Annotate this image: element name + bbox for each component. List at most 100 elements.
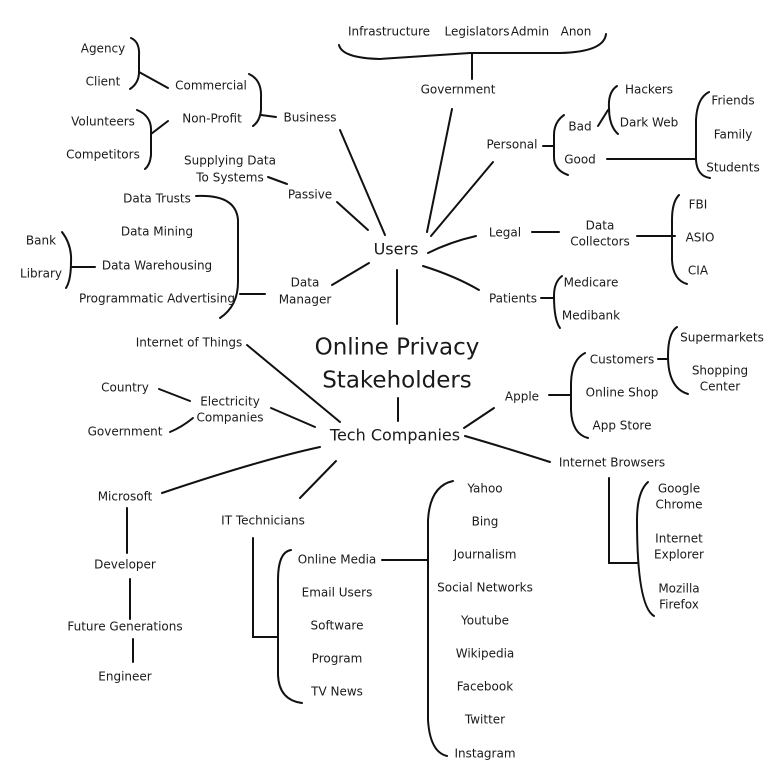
customers-brace (666, 326, 689, 395)
node-bad: Bad (568, 120, 591, 134)
node-data-warehousing: Data Warehousing (102, 259, 212, 273)
edge-tech-apple (463, 407, 495, 429)
node-youtube: Youtube (460, 614, 509, 628)
commercial-brace (129, 37, 141, 90)
browsers-brace (635, 481, 655, 617)
edge-users-personal (430, 161, 494, 237)
node-social-networks: Social Networks (437, 581, 533, 595)
business-brace (248, 73, 263, 127)
node-tv-news: TV News (310, 685, 363, 699)
node-electricity-line1: Electricity (200, 395, 260, 409)
edge-tech-iot (246, 344, 341, 423)
node-good: Good (564, 153, 596, 167)
node-anon: Anon (561, 25, 592, 39)
node-facebook: Facebook (457, 680, 513, 694)
node-admin: Admin (511, 25, 549, 39)
edge-non-profit-brace (150, 120, 169, 135)
edge-users-legal (427, 235, 477, 254)
node-online-shop: Online Shop (586, 386, 659, 400)
node-competitors: Competitors (66, 148, 140, 162)
node-yahoo: Yahoo (466, 482, 502, 496)
node-cia: CIA (688, 264, 709, 278)
node-supplying-data-line1: Supplying Data (184, 154, 276, 168)
diagram-title-line1: Online Privacy (315, 335, 480, 361)
node-data-mining: Data Mining (121, 225, 193, 239)
it-brace (277, 549, 303, 704)
node-passive: Passive (288, 188, 332, 202)
node-microsoft: Microsoft (98, 490, 153, 504)
node-bing: Bing (472, 515, 499, 529)
node-asio: ASIO (686, 231, 715, 245)
node-country: Country (101, 381, 149, 395)
edge-tech-it (299, 460, 337, 499)
diagram-title-line2: Stakeholders (322, 368, 472, 394)
node-non-profit: Non-Profit (182, 112, 242, 126)
node-shopping-center-line2: Center (700, 380, 740, 394)
node-twitter: Twitter (464, 713, 505, 727)
edge-passive-supplying (267, 176, 288, 185)
node-mozilla-firefox-line1: Mozilla (658, 582, 699, 596)
node-fbi: FBI (689, 198, 708, 212)
node-data-manager-line1: Data (291, 276, 320, 290)
node-client: Client (86, 75, 121, 89)
patients-brace (552, 275, 563, 329)
edge-government-electricity (169, 417, 194, 433)
node-app-store: App Store (593, 419, 652, 433)
online-media-brace (427, 480, 454, 757)
node-students: Students (706, 161, 760, 175)
node-internet-explorer-line2: Explorer (654, 548, 704, 562)
edge-bad-brace (597, 109, 609, 127)
node-users: Users (374, 240, 419, 259)
node-bank: Bank (26, 234, 56, 248)
edge-country-electricity (158, 388, 191, 402)
node-government: Government (421, 83, 496, 97)
node-program: Program (312, 652, 363, 666)
node-software: Software (311, 619, 364, 633)
non-profit-brace (136, 109, 153, 170)
node-infrastructure: Infrastructure (348, 25, 430, 39)
node-google-chrome-line2: Chrome (655, 498, 702, 512)
edge-users-government (426, 108, 453, 233)
apple-brace (570, 352, 589, 439)
node-internet-browsers: Internet Browsers (559, 456, 665, 470)
edge-users-passive (336, 201, 369, 231)
edge-users-patients (422, 265, 480, 291)
node-data-collectors-line2: Collectors (570, 235, 630, 249)
node-internet-of-things: Internet of Things (136, 336, 243, 350)
node-journalism: Journalism (453, 548, 517, 562)
node-supermarkets: Supermarkets (680, 331, 764, 345)
collectors-brace (671, 194, 688, 285)
node-data-trusts: Data Trusts (123, 192, 191, 206)
edge-tech-microsoft (161, 446, 321, 494)
node-government-tech: Government (88, 425, 163, 439)
node-library: Library (20, 267, 62, 281)
node-data-manager-line2: Manager (279, 293, 332, 307)
node-friends: Friends (711, 94, 754, 108)
node-customers: Customers (590, 353, 655, 367)
node-email-users: Email Users (302, 586, 373, 600)
node-supplying-data-line2: To Systems (195, 171, 263, 185)
node-legal: Legal (489, 226, 521, 240)
node-online-media: Online Media (298, 553, 377, 567)
node-family: Family (714, 128, 753, 142)
good-brace (695, 91, 711, 179)
node-legislators: Legislators (445, 25, 510, 39)
node-apple: Apple (505, 390, 539, 404)
node-medicare: Medicare (564, 276, 619, 290)
warehousing-brace (61, 231, 73, 289)
node-agency: Agency (81, 42, 126, 56)
edge-tech-browsers (464, 435, 551, 463)
node-commercial: Commercial (175, 79, 247, 93)
node-future-generations: Future Generations (67, 620, 182, 634)
node-personal: Personal (486, 138, 537, 152)
node-business: Business (284, 111, 337, 125)
node-google-chrome-line1: Google (658, 482, 700, 496)
node-medibank: Medibank (562, 309, 620, 323)
node-wikipedia: Wikipedia (456, 647, 515, 661)
edge-users-data-manager (331, 262, 370, 286)
node-electricity-line2: Companies (197, 411, 264, 425)
node-tech-companies: Tech Companies (329, 426, 460, 445)
government-brace (338, 33, 607, 61)
personal-brace (553, 114, 569, 176)
